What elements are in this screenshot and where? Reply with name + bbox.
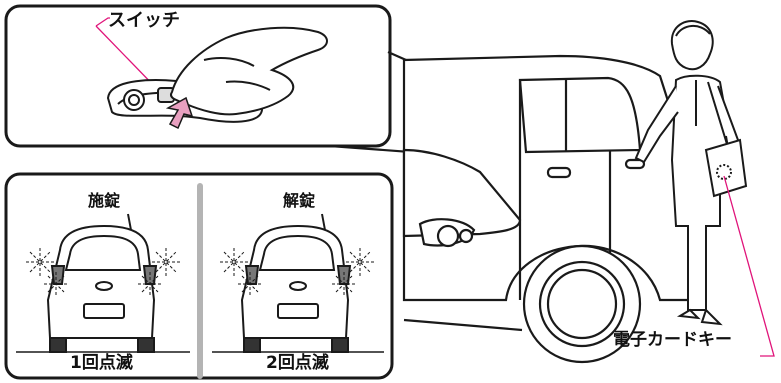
rear-car-lock [16,213,190,353]
key-leader-line [723,175,775,357]
indicator-panel [4,172,394,380]
person [634,20,748,326]
press-arrow-icon [165,96,194,130]
flash-burst-icons-unlock [220,248,374,296]
electronic-key-label: 電子カードキー [613,330,732,350]
car-side-view [402,54,696,364]
switch-label: スイッチ [108,10,180,31]
unlock-title: 解錠 [283,191,316,210]
flash-burst-icons-lock [26,248,180,296]
lock-blink-label: 1回点滅 [70,353,133,373]
hand [170,26,328,116]
rear-car-unlock [212,213,384,353]
lock-title: 施錠 [88,191,121,210]
switch-callout-box [4,4,392,148]
unlock-blink-label: 2回点滅 [266,353,329,373]
